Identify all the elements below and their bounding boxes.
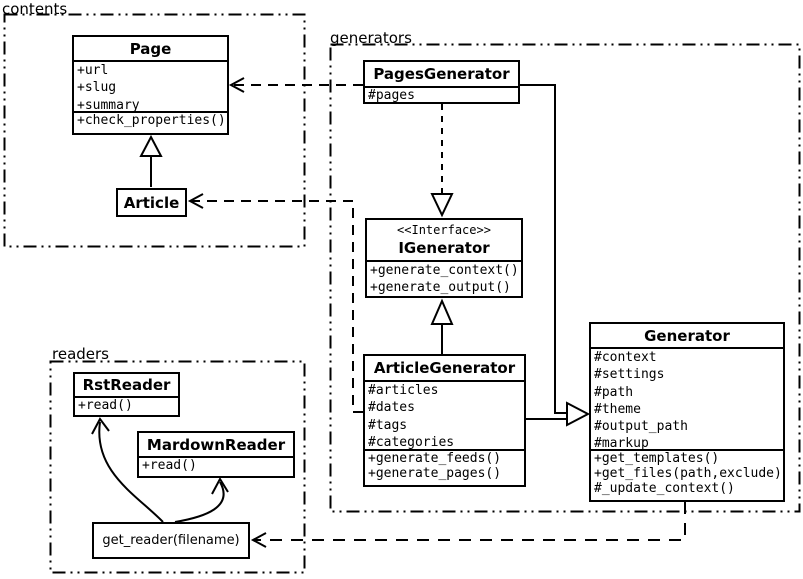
class-title: RstReader xyxy=(75,374,178,398)
uses-arrow-getreader-to-markdownreader xyxy=(174,476,229,523)
class-title: <<Interface>> IGenerator xyxy=(367,220,521,262)
class-methods: +generate_context() +generate_output() xyxy=(367,262,521,296)
class-box-generator: Generator #context #settings #path #them… xyxy=(589,322,785,502)
generalization-arrow-articlegenerator-to-igenerator xyxy=(430,298,454,354)
class-box-markdownreader: MardownReader +read() xyxy=(137,431,295,478)
realization-arrow-pagesgenerator-to-igenerator xyxy=(430,104,454,218)
attribute-line: #dates xyxy=(368,400,415,416)
attribute-line: #theme xyxy=(594,401,641,417)
attribute-line: #categories xyxy=(368,434,455,450)
class-box-pagesgenerator: PagesGenerator #pages xyxy=(363,60,520,104)
attribute-line: #tags xyxy=(368,417,408,433)
uses-arrow-getreader-to-rstreader xyxy=(91,417,164,523)
method-line: #_update_context() xyxy=(594,481,735,496)
method-line: +generate_pages() xyxy=(368,466,502,481)
class-box-article: Article xyxy=(116,188,187,217)
open-arrowhead-icon xyxy=(187,193,204,209)
class-box-igenerator: <<Interface>> IGenerator +generate_conte… xyxy=(365,218,523,298)
class-title: Article xyxy=(123,193,180,212)
generalization-arrow-article-to-page xyxy=(139,134,163,187)
hollow-triangle-icon xyxy=(430,193,454,218)
function-box-getreader: get_reader(filename) xyxy=(92,522,250,559)
open-arrowhead-icon xyxy=(250,532,267,548)
class-title: MardownReader xyxy=(139,433,293,458)
generalization-arrow-to-generator xyxy=(520,84,591,427)
method-line: +read() xyxy=(78,398,133,413)
class-title-text: IGenerator xyxy=(398,239,490,257)
attribute-line: #path xyxy=(594,384,634,400)
attribute-line: #markup xyxy=(594,436,649,451)
method-line: +check_properties() xyxy=(77,113,226,128)
class-stereotype: <<Interface>> xyxy=(397,223,491,237)
class-box-articlegenerator: ArticleGenerator #articles #dates #tags … xyxy=(363,354,526,487)
hollow-triangle-icon xyxy=(430,298,454,325)
method-line: +generate_output() xyxy=(370,280,511,296)
open-arrowhead-icon xyxy=(211,476,229,495)
package-border-readers xyxy=(49,360,306,574)
class-attributes: #context #settings #path #theme #output_… xyxy=(591,349,783,451)
dependency-arrow-generator-to-getreader xyxy=(250,502,686,548)
package-label-generators: generators xyxy=(330,29,412,47)
class-methods: +check_properties() xyxy=(74,113,227,133)
method-line: +get_files(path,exclude) xyxy=(594,466,782,481)
class-attributes: #pages xyxy=(365,88,518,102)
package-label-contents: contents xyxy=(2,0,68,18)
dependency-arrow-pagesgenerator-to-page xyxy=(228,77,363,93)
hollow-triangle-icon xyxy=(139,134,163,157)
class-box-rstreader: RstReader +read() xyxy=(73,372,180,417)
attribute-line: #settings xyxy=(594,367,665,383)
class-attributes: +url +slug +summary xyxy=(74,62,227,113)
class-title: Page xyxy=(74,37,227,62)
method-line: +generate_context() xyxy=(370,263,519,278)
method-line: +get_templates() xyxy=(594,451,720,466)
method-line: +read() xyxy=(142,458,197,473)
open-arrowhead-icon xyxy=(228,77,245,93)
class-methods: +read() xyxy=(139,458,293,476)
open-arrowhead-icon xyxy=(91,417,110,435)
class-title: Generator xyxy=(591,324,783,349)
method-line: +generate_feeds() xyxy=(368,451,502,466)
hollow-triangle-icon xyxy=(566,401,591,427)
class-title: PagesGenerator xyxy=(365,62,518,88)
class-attributes: #articles #dates #tags #categories xyxy=(365,382,524,451)
attribute-line: +summary xyxy=(77,97,140,113)
attribute-line: #context xyxy=(594,350,657,365)
attribute-line: #output_path xyxy=(594,419,688,435)
dependency-arrow-articlegenerator-to-article xyxy=(187,193,363,413)
class-methods: +generate_feeds() +generate_pages() xyxy=(365,451,524,485)
package-border-contents xyxy=(3,13,306,248)
class-title: ArticleGenerator xyxy=(365,356,524,382)
attribute-line: +url xyxy=(77,63,109,78)
class-methods: +read() xyxy=(75,398,178,415)
attribute-line: #articles xyxy=(368,383,439,398)
package-border-generators xyxy=(329,43,801,513)
class-box-page: Page +url +slug +summary +check_properti… xyxy=(72,35,229,135)
class-methods: +get_templates() +get_files(path,exclude… xyxy=(591,451,783,500)
attribute-line: #pages xyxy=(368,88,415,102)
package-label-readers: readers xyxy=(52,345,109,363)
function-label: get_reader(filename) xyxy=(102,533,240,548)
attribute-line: +slug xyxy=(77,80,117,96)
